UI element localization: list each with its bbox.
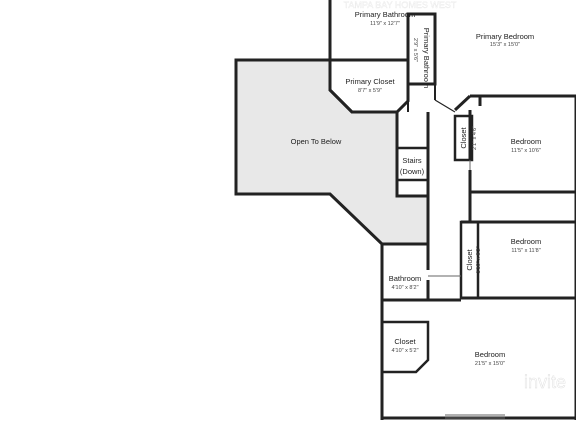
closet-2-label: Closet bbox=[465, 248, 474, 270]
door-details bbox=[428, 160, 505, 419]
corner-watermark: invite bbox=[524, 372, 566, 392]
bedroom-3-dims: 21'5" x 15'0" bbox=[475, 361, 505, 367]
bedroom-1-label: Bedroom bbox=[511, 137, 541, 146]
bedroom-1-dims: 11'5" x 10'6" bbox=[511, 148, 541, 154]
open-to-below-label: Open To Below bbox=[291, 137, 342, 146]
bathroom-dims: 4'10" x 8'2" bbox=[391, 285, 418, 291]
top-watermark: TAMPA BAY HOMES WEST bbox=[344, 0, 457, 10]
primary-bedroom-dims: 15'3" x 15'0" bbox=[490, 42, 520, 48]
stairs-direction-label: (Down) bbox=[400, 167, 425, 176]
primary-bathroom-small-dims: 2'9" x 5'6" bbox=[412, 38, 418, 62]
primary-bedroom-label: Primary Bedroom bbox=[476, 32, 534, 41]
bathroom-label: Bathroom bbox=[389, 274, 422, 283]
walls bbox=[328, 0, 576, 420]
closet-3-dims: 4'10" x 5'2" bbox=[391, 348, 418, 354]
bedroom-2-dims: 11'5" x 11'8" bbox=[511, 248, 540, 254]
closet-2-dims: 1'10" x 8'2" bbox=[476, 246, 482, 273]
primary-bathroom-dims: 11'9" x 12'7" bbox=[370, 21, 400, 27]
open-to-below-area bbox=[234, 58, 430, 246]
stairs-label: Stairs bbox=[402, 156, 421, 165]
primary-closet-label: Primary Closet bbox=[345, 77, 395, 86]
primary-bathroom-label: Primary Bathroom bbox=[355, 10, 415, 19]
primary-closet-dims: 8'7" x 5'9" bbox=[358, 88, 382, 94]
bedroom-3-label: Bedroom bbox=[475, 350, 505, 359]
closet-1-label: Closet bbox=[459, 126, 468, 148]
bedroom-2-label: Bedroom bbox=[511, 237, 541, 246]
closet-3-label: Closet bbox=[394, 337, 416, 346]
closet-1-dims: 2'1" x 4'6" bbox=[472, 126, 478, 150]
primary-bathroom-small-label: Primary Bathroom bbox=[422, 28, 431, 88]
